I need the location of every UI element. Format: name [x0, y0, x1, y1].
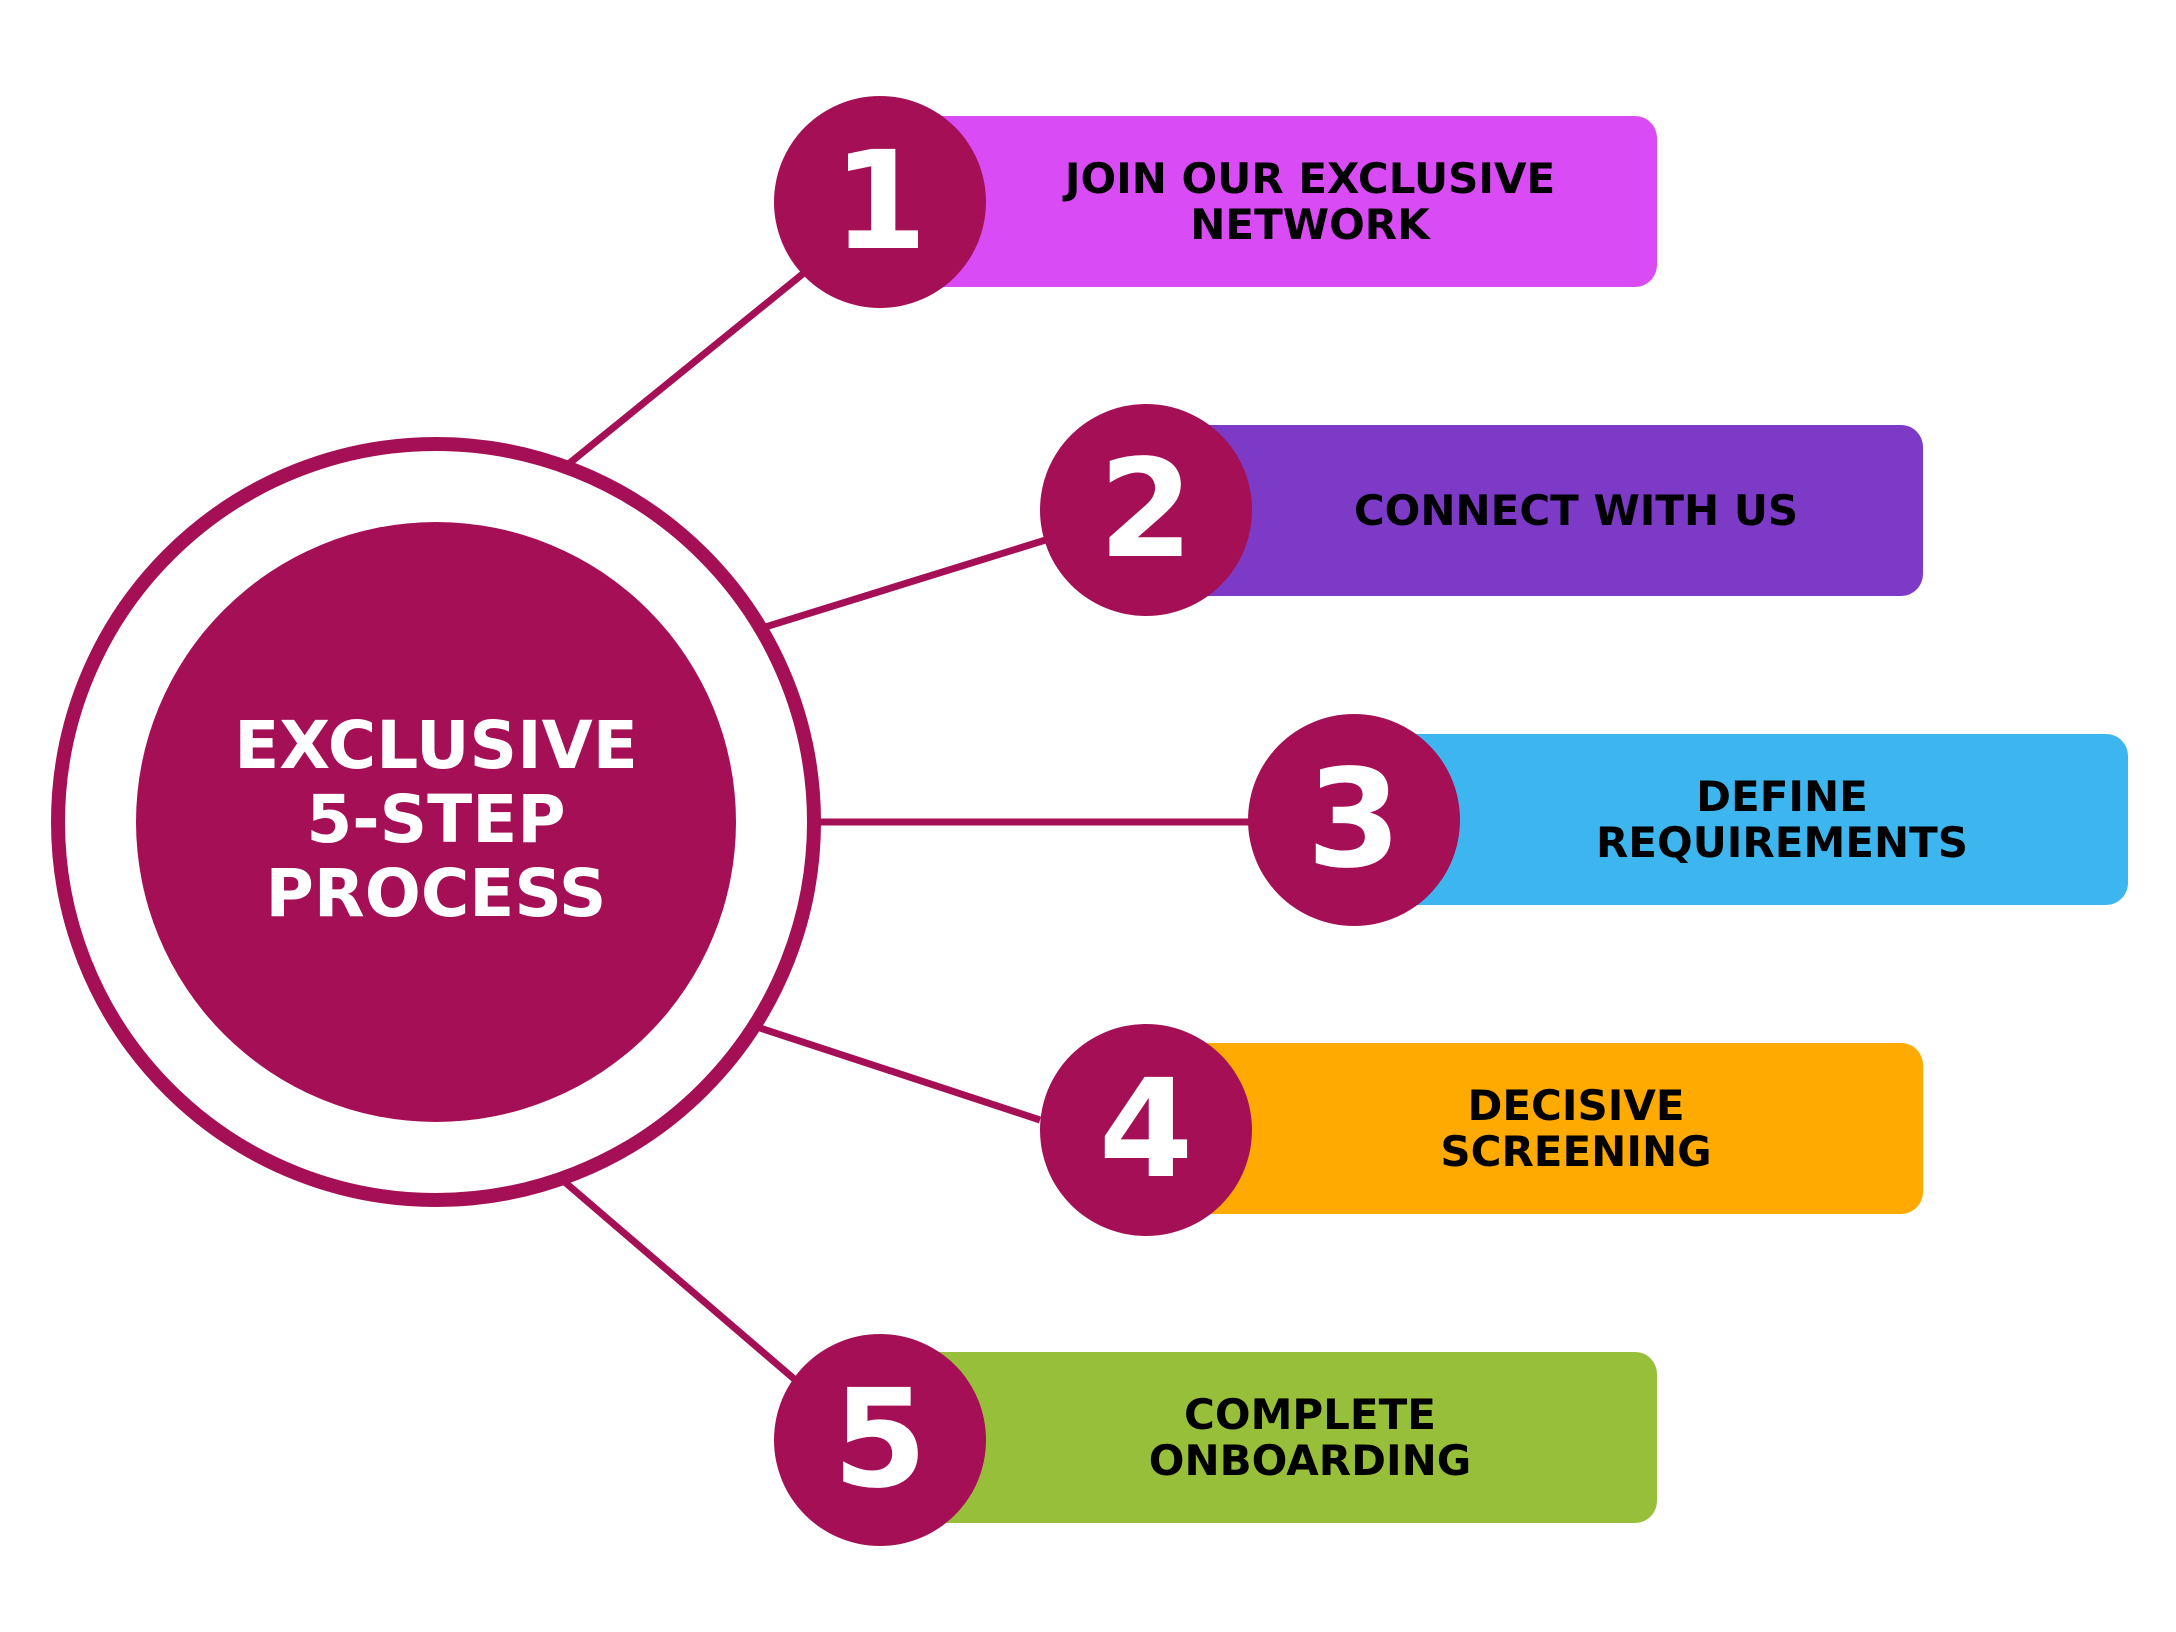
step-3-number-circle — [1248, 714, 1460, 926]
step-3-label: DEFINE REQUIREMENTS — [1462, 734, 2102, 905]
step-1-number-circle — [774, 96, 986, 308]
center-title-line-1: EXCLUSIVE — [234, 707, 638, 784]
step-1-number: 1 — [832, 123, 928, 281]
step-4-label-line-1: DECISIVE — [1467, 1080, 1685, 1130]
step-1-label-line-2: NETWORK — [1190, 199, 1430, 249]
connector-line-2 — [760, 534, 1054, 632]
step-1-bar — [880, 116, 1657, 287]
connector-line-5 — [557, 1175, 803, 1387]
step-5-bar — [880, 1352, 1657, 1523]
center-title: EXCLUSIVE 5-STEP PROCESS — [136, 520, 736, 1120]
center-title-line-2: 5-STEP — [306, 781, 566, 858]
step-3-label-line-2: REQUIREMENTS — [1595, 817, 1969, 867]
step-5-label-line-1: COMPLETE — [1184, 1389, 1436, 1439]
step-2-label: CONNECT WITH US — [1256, 425, 1896, 596]
step-3-bar — [1350, 734, 2128, 905]
center-title-line-3: PROCESS — [265, 855, 607, 932]
step-2-number: 2 — [1098, 431, 1194, 589]
center-inner-circle — [136, 522, 736, 1122]
step-4-number: 4 — [1098, 1051, 1194, 1209]
step-1-label-line-1: JOIN OUR EXCLUSIVE — [1064, 153, 1556, 203]
connector-line-4 — [752, 1022, 1042, 1124]
step-5-number-circle — [774, 1334, 986, 1546]
step-2-label-line-1: CONNECT WITH US — [1353, 485, 1799, 535]
step-2-number-circle — [1040, 404, 1252, 616]
step-4-bar — [1144, 1043, 1923, 1214]
step-3-label-line-1: DEFINE — [1696, 771, 1868, 821]
step-2-bar — [1144, 425, 1923, 596]
step-4-label-line-2: SCREENING — [1440, 1126, 1712, 1176]
step-1-label: JOIN OUR EXCLUSIVE NETWORK — [990, 116, 1630, 287]
step-5-label: COMPLETE ONBOARDING — [990, 1352, 1630, 1523]
step-3-number: 3 — [1306, 741, 1402, 899]
step-4-number-circle — [1040, 1024, 1252, 1236]
step-5-label-line-2: ONBOARDING — [1148, 1435, 1472, 1485]
step-4-label: DECISIVE SCREENING — [1256, 1043, 1896, 1214]
connector-line-1 — [563, 265, 813, 469]
step-5-number: 5 — [832, 1361, 928, 1519]
